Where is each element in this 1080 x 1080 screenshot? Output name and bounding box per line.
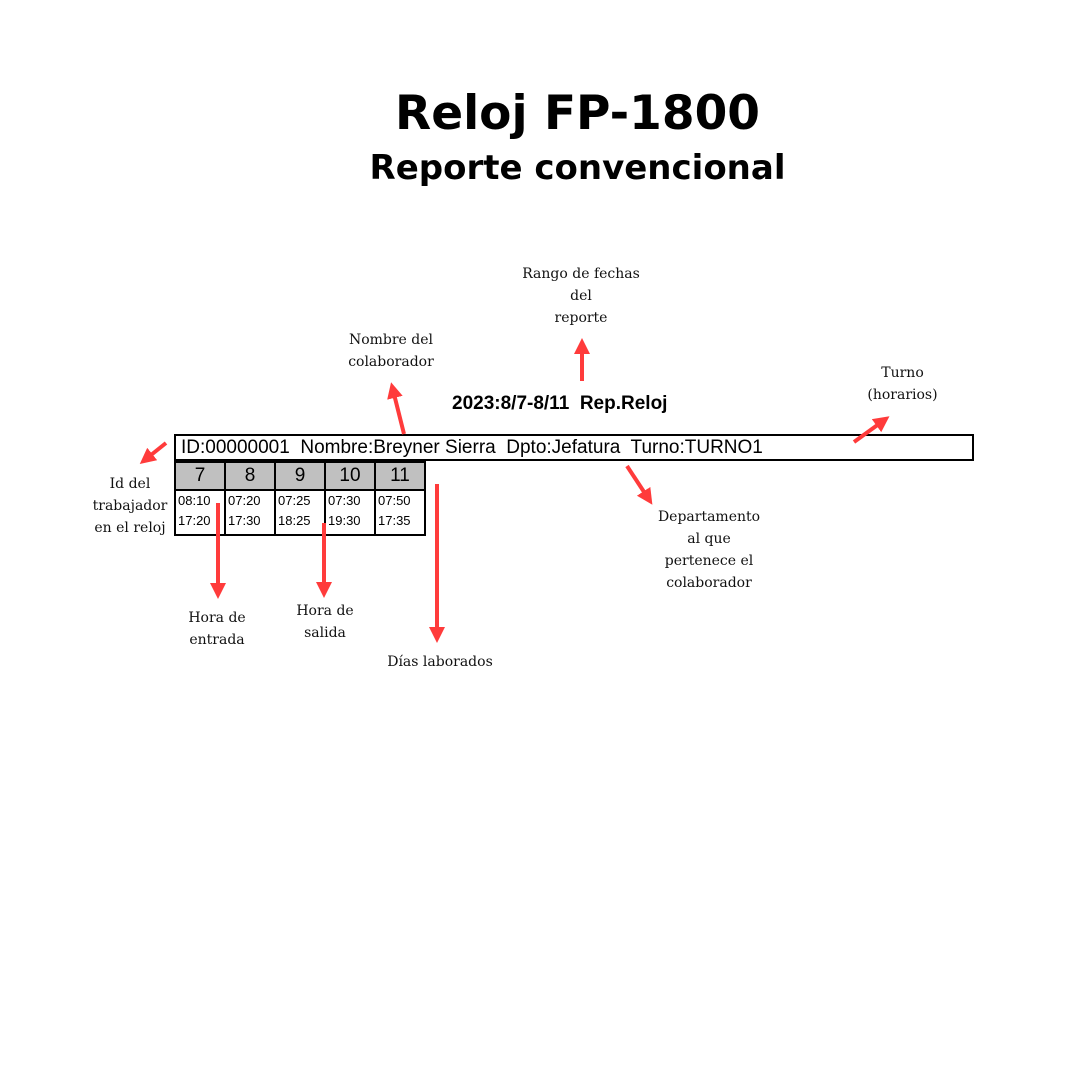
annotation-entry-time: Hora de entrada [188,610,246,648]
arrow-shift [852,416,890,444]
entry-time: 07:20 [228,493,261,508]
annotation-worker-id: Id del trabajador en el reloj [92,476,168,536]
annotation-department: Departamento al que pertenece el colabor… [657,509,761,591]
day-cell: 10 [324,461,376,491]
subtitle: Reporte convencional [369,148,786,188]
entry-time: 07:30 [328,493,361,508]
attendance-table: 7 8 9 10 11 08:10 17:20 07:20 17:30 07:25 1… [174,461,426,536]
annotation-exit-time: Hora de salida [296,603,354,641]
exit-time: 19:30 [328,513,361,528]
time-cell: 07:25 18:25 [274,489,326,536]
annotation-shift: Turno (horarios) [867,365,938,403]
entry-time: 08:10 [178,493,211,508]
day-cell: 9 [274,461,326,491]
exit-time: 18:25 [278,513,311,528]
times-row: 08:10 17:20 07:20 17:30 07:25 18:25 07:30 19… [174,489,426,536]
exit-time: 17:30 [228,513,261,528]
annotation-name: Nombre del colaborador [348,332,434,370]
report-header: 2023:8/7-8/11 Rep.Reloj [452,393,668,414]
days-header-row: 7 8 9 10 11 [174,461,426,491]
arrow-worker-id [139,441,168,464]
annotation-days-worked: Días laborados [387,654,493,670]
entry-time: 07:50 [378,493,411,508]
day-cell: 8 [224,461,276,491]
arrow-department [625,464,653,505]
exit-time: 17:35 [378,513,411,528]
time-cell: 07:50 17:35 [374,489,426,536]
entry-time: 07:25 [278,493,311,508]
day-cell: 7 [174,461,226,491]
exit-time: 17:20 [178,513,211,528]
main-title: Reloj FP-1800 [395,86,760,141]
annotation-date-range: Rango de fechas del reporte [522,266,640,326]
time-cell: 07:30 19:30 [324,489,376,536]
day-cell: 11 [374,461,426,491]
time-cell: 07:20 17:30 [224,489,276,536]
employee-info-row: ID:00000001 Nombre:Breyner Sierra Dpto:J… [174,434,974,461]
arrow-name [387,382,406,435]
